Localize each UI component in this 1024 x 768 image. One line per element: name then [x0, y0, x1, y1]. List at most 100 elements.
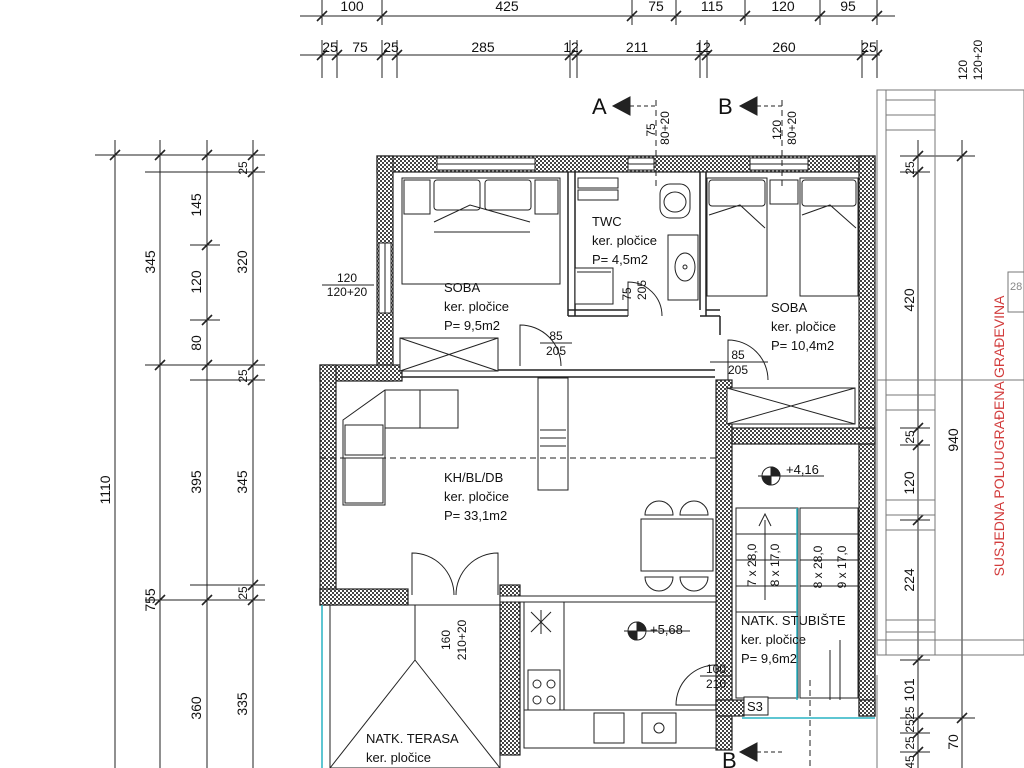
level-kitchen: +5,68 [650, 622, 683, 637]
room-soba1-area: P= 9,5m2 [444, 318, 500, 333]
terrace-roof [329, 604, 501, 768]
dim-right-25a: 25 [903, 161, 917, 175]
room-twc-name: TWC [592, 214, 622, 229]
dim-left-25b: 25 [236, 369, 250, 383]
room-twc-area: P= 4,5m2 [592, 252, 648, 267]
section-b-label-bottom: B [722, 748, 737, 768]
staircase-interior [537, 377, 569, 491]
door-stair-width: 100 [706, 662, 726, 676]
dim-top2-12a: 12 [563, 39, 579, 55]
room-labels: SOBA ker. pločice P= 9,5m2 TWC ker. ploč… [366, 214, 846, 765]
dim-top2-285: 285 [471, 39, 495, 55]
dim-right-420: 420 [901, 288, 917, 312]
dining-table [640, 500, 714, 592]
dim-left-120: 120 [188, 270, 204, 294]
room-stair-area: P= 9,6m2 [741, 651, 797, 666]
wall-fill [499, 595, 717, 603]
opening-a-height: 80+20 [658, 111, 672, 145]
s3-tag: S3 [747, 699, 763, 714]
wardrobe-1 [399, 337, 499, 372]
sofa [342, 389, 459, 506]
neighbor-building-label: SUSJEDNA POLUUGRAĐENA GRAĐEVINA [991, 295, 1007, 577]
dimension-lines-right [900, 140, 975, 768]
opening-labels: 75 80+20 120 80+20 120 120+20 85 205 75 … [322, 111, 799, 691]
door-terrace-height: 210+20 [455, 619, 469, 660]
room-soba2-name: SOBA [771, 300, 807, 315]
dim-top-95: 95 [840, 0, 856, 14]
dim-right-25c: 25 [903, 706, 917, 720]
dim-left-145: 145 [188, 193, 204, 217]
dim-top-425: 425 [495, 0, 519, 14]
opening-a-width: 75 [644, 123, 658, 137]
dimension-labels-top: 100 425 75 115 120 95 25 75 25 285 12 21… [322, 0, 877, 55]
dim-right-25b: 25 [903, 430, 917, 444]
dim-left-25a: 25 [236, 161, 250, 175]
room-soba2-area: P= 10,4m2 [771, 338, 834, 353]
door-soba2-height: 205 [728, 363, 748, 377]
dim-top-100: 100 [340, 0, 364, 14]
opening-b-width: 120 [770, 120, 784, 140]
section-b-label-top: B [718, 94, 733, 119]
dim-left-320: 320 [234, 250, 250, 274]
double-bed-1 [401, 177, 561, 285]
exterior-stairs [735, 507, 859, 700]
dim-top2-25c: 25 [861, 39, 877, 55]
dim-top2-25a: 25 [322, 39, 338, 55]
dim-left-25c: 25 [236, 586, 250, 600]
door-twc-width: 75 [620, 287, 634, 301]
dim-left-335: 335 [234, 692, 250, 716]
room-kitchen-area: P= 33,1m2 [444, 508, 507, 523]
left-window [378, 242, 392, 314]
section-a-label: A [592, 94, 607, 119]
door-stair-height: 210 [706, 677, 726, 691]
room-terrace-name: NATK. TERASA [366, 731, 459, 746]
dim-right-top-120: 120 [956, 60, 970, 80]
dim-top2-12b: 12 [695, 39, 711, 55]
dimension-lines-top [300, 0, 895, 78]
room-soba2-floor: ker. pločice [771, 319, 836, 334]
dim-left-345: 345 [142, 250, 158, 274]
room-twc-floor: ker. pločice [592, 233, 657, 248]
s3-tag-box [743, 696, 769, 716]
stair-labels: 7 x 28,0 8 x 17,0 8 x 28,0 9 x 17,0 [745, 543, 849, 588]
dim-right-25e: 25 [903, 736, 917, 750]
dim-right-45: 45 [903, 755, 917, 768]
stair-right-risers: 9 x 17,0 [835, 545, 849, 588]
neighbor-building [876, 89, 1024, 768]
stair-right-treads: 8 x 28,0 [811, 545, 825, 588]
door-terrace-width: 160 [439, 630, 453, 650]
kitchen-counter [523, 601, 717, 749]
room-kitchen-floor: ker. pločice [444, 489, 509, 504]
room-stair-name: NATK. STUBIŠTE [741, 613, 846, 628]
room-soba1-name: SOBA [444, 280, 480, 295]
dim-left-1110: 1110 [97, 475, 113, 504]
dim-left-755: 755 [142, 588, 158, 612]
dim-left-345b: 345 [234, 470, 250, 494]
door-twc-height: 205 [635, 280, 649, 300]
door-soba2-width: 85 [731, 348, 745, 362]
dim-right-224: 224 [901, 568, 917, 592]
opening-b-height: 80+20 [785, 111, 799, 145]
room-stair-floor: ker. pločice [741, 632, 806, 647]
section-markers [611, 96, 811, 768]
room-soba1-floor: ker. pločice [444, 299, 509, 314]
bathroom-fixtures [574, 177, 699, 305]
level-markers [624, 466, 824, 641]
dim-right-940: 940 [945, 428, 961, 452]
dim-left-395: 395 [188, 470, 204, 494]
dim-top2-25b: 25 [383, 39, 399, 55]
stair-left-risers: 8 x 17,0 [768, 543, 782, 586]
stair-left-treads: 7 x 28,0 [745, 543, 759, 586]
dim-right-70: 70 [945, 734, 961, 750]
dim-right-25d: 25 [903, 719, 917, 733]
glass-railing [321, 508, 875, 768]
wardrobe-2 [726, 387, 856, 425]
window-left-width: 120 [337, 271, 357, 285]
neighbor-edge-cut: 28 [1010, 281, 1022, 293]
twin-beds-2 [706, 177, 859, 297]
door-soba1-width: 85 [549, 329, 563, 343]
dimension-lines-left [95, 140, 265, 768]
level-stair: +4,16 [786, 462, 819, 477]
room-kitchen-name: KH/BL/DB [444, 470, 503, 485]
